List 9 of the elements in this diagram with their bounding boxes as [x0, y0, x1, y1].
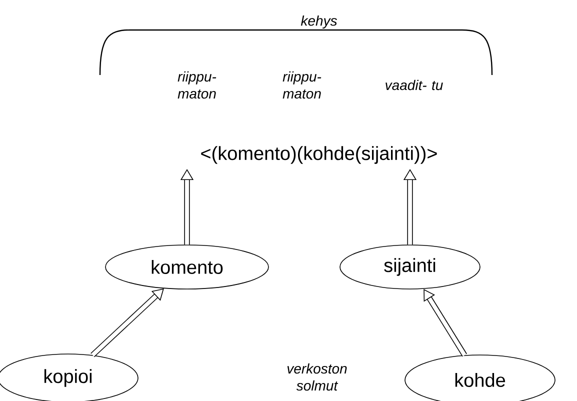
- label: verkoston solmut: [287, 363, 347, 391]
- ellipse-node: komento: [105, 244, 269, 290]
- frame-expression: <(komento)(kohde(sijainti))>: [201, 146, 437, 164]
- label: riippu- maton: [282, 71, 322, 99]
- hollow-arrow: [90, 288, 164, 358]
- ellipse-node: sijainti: [340, 244, 480, 290]
- label: riippu- maton: [178, 71, 216, 99]
- label: vaadit- tu: [386, 80, 443, 90]
- label: kehys: [300, 15, 337, 29]
